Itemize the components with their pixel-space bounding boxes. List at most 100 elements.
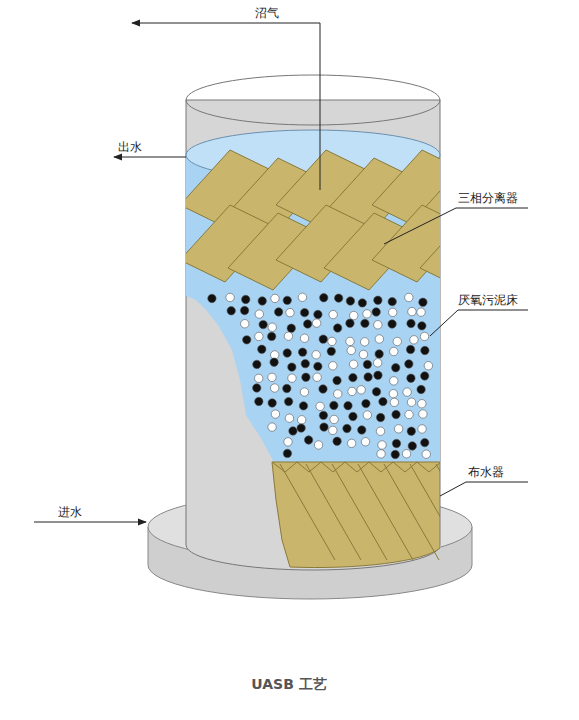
sludge-granule xyxy=(417,385,425,393)
sludge-granule xyxy=(389,389,397,397)
sludge-granule xyxy=(359,350,367,358)
sludge-granule xyxy=(334,294,342,302)
sludge-granule xyxy=(406,345,414,353)
distributor-plate xyxy=(410,464,440,560)
sludge-granule xyxy=(329,310,337,318)
distributor-plate xyxy=(384,464,439,560)
part-label: 厌氧污泥床 xyxy=(458,293,518,307)
sludge-granule xyxy=(376,427,384,435)
sludge-granule xyxy=(421,438,429,446)
sludge-granule xyxy=(304,436,312,444)
sludge-granule xyxy=(405,360,413,368)
sludge-granule xyxy=(288,374,296,382)
sludge-granule xyxy=(268,323,276,331)
sludge-granule xyxy=(408,307,416,315)
water-distributor xyxy=(272,462,440,568)
sludge-granule xyxy=(419,298,427,306)
sludge-granule xyxy=(300,334,308,342)
sludge-granule xyxy=(349,373,357,381)
sludge-granule xyxy=(390,398,398,406)
sludge-granule xyxy=(316,402,324,410)
sludge-granule xyxy=(243,336,251,344)
sludge-granule xyxy=(329,426,337,434)
sludge-granule xyxy=(313,373,321,381)
sludge-granule xyxy=(288,363,296,371)
sludge-granule xyxy=(360,338,368,346)
sludge-granule xyxy=(364,373,372,381)
distributor-edge xyxy=(272,462,440,472)
sludge-granule xyxy=(259,320,267,328)
sludge-granule xyxy=(358,299,366,307)
sludge-granule xyxy=(287,324,295,332)
sludge-granule xyxy=(374,371,382,379)
sludge-granule xyxy=(299,402,307,410)
sludge-granule xyxy=(255,332,263,340)
sludge-granule xyxy=(407,319,415,327)
sludge-granule xyxy=(349,360,357,368)
sludge-granule xyxy=(410,336,418,344)
sludge-granule xyxy=(379,397,387,405)
sludge-granule xyxy=(349,412,357,420)
outflow-label: 出水 xyxy=(118,140,142,154)
sludge-granule xyxy=(283,449,291,457)
sludge-granule xyxy=(254,374,262,382)
sludge-granule xyxy=(362,399,370,407)
sludge-granule xyxy=(303,320,311,328)
sludge-granule xyxy=(268,423,276,431)
sludge-granule xyxy=(268,399,276,407)
sludge-granule xyxy=(297,416,305,424)
sludge-granule xyxy=(374,296,382,304)
sludge-granule xyxy=(389,308,397,316)
sludge-granule xyxy=(346,337,354,345)
sludge-granule xyxy=(392,439,400,447)
sludge-granule xyxy=(268,373,276,381)
sludge-granule xyxy=(320,294,328,302)
distributor-plate xyxy=(436,464,440,560)
sludge-granule xyxy=(347,439,355,447)
sludge-granule xyxy=(255,397,263,405)
sludge-granule xyxy=(405,293,413,301)
sludge-granule xyxy=(418,400,426,408)
sludge-granule xyxy=(314,441,322,449)
sludge-granule xyxy=(419,410,427,418)
sludge-granule xyxy=(258,345,266,353)
sludge-granule xyxy=(255,310,263,318)
three-phase-separator xyxy=(186,150,440,290)
part-label: 布水器 xyxy=(468,465,504,479)
sludge-granule xyxy=(393,337,401,345)
sludge-granule xyxy=(363,360,371,368)
sludge-granule xyxy=(375,335,383,343)
sludge-granule xyxy=(334,390,342,398)
sludge-granule xyxy=(407,427,415,435)
sludge-granule xyxy=(319,385,327,393)
sludge-granule xyxy=(300,388,308,396)
sludge-granule xyxy=(270,384,278,392)
sludge-granule xyxy=(333,324,341,332)
sludge-granule xyxy=(357,386,365,394)
sludge-granule xyxy=(289,427,297,435)
sludge-granule xyxy=(405,410,413,418)
sludge-granule xyxy=(420,332,428,340)
sludge-granule xyxy=(407,374,415,382)
sludge-granule xyxy=(346,297,354,305)
sludge-particles xyxy=(208,293,433,459)
sludge-granule xyxy=(374,321,382,329)
sludge-granule xyxy=(421,346,429,354)
sludge-granule xyxy=(226,293,234,301)
sludge-granule xyxy=(408,442,416,450)
sludge-granule xyxy=(343,424,351,432)
sludge-granule xyxy=(286,308,294,316)
sludge-granule xyxy=(312,351,320,359)
leader-lines xyxy=(384,208,528,496)
sludge-granule xyxy=(314,362,322,370)
sludge-granule xyxy=(418,425,426,433)
sludge-granule xyxy=(208,294,216,302)
sludge-granule xyxy=(330,401,338,409)
sludge-granule xyxy=(394,425,402,433)
sludge-granule xyxy=(327,347,335,355)
sludge-granule xyxy=(283,384,291,392)
sludge-granule xyxy=(297,424,305,432)
sludge-granule xyxy=(258,297,266,305)
sludge-granule xyxy=(403,388,411,396)
